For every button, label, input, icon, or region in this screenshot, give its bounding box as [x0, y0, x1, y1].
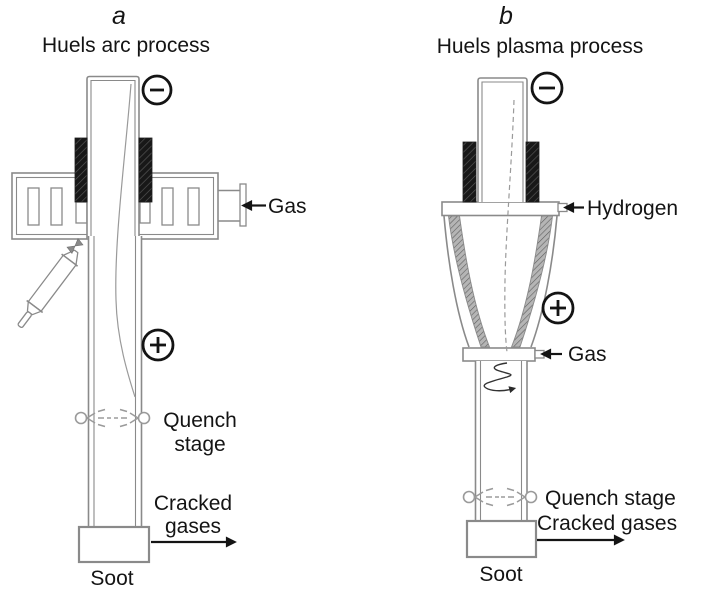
cracked-gases-label: Cracked gases	[537, 512, 677, 535]
panel-title: Huels plasma process	[437, 35, 644, 58]
slot	[187, 187, 200, 226]
soot-label: Soot	[90, 567, 133, 590]
bell-outer-wall-right	[530, 215, 558, 348]
slot	[161, 187, 174, 226]
slot	[50, 187, 63, 226]
electrode-block-right	[525, 141, 540, 203]
electrode-tube-inner	[481, 81, 524, 202]
electrode-tube-outer	[477, 77, 528, 202]
electrode-tube-inner	[90, 79, 136, 239]
gas-flange	[462, 347, 536, 362]
electrode-tube-fill	[478, 78, 527, 202]
injector-valve-icon	[66, 237, 84, 255]
bell-outer-wall-left	[443, 215, 470, 348]
quench-nozzle-right	[501, 487, 538, 507]
cracked-gases-label-line2: gases	[165, 515, 221, 538]
quench-nozzle-left	[74, 408, 111, 428]
quench-nozzle-right	[114, 408, 151, 428]
feed-injector	[17, 249, 79, 329]
electrode-block-right	[138, 137, 153, 203]
electrode-block-left	[74, 137, 88, 203]
venturi-band-left	[447, 215, 491, 348]
minus-icon	[530, 71, 564, 105]
panel-a: a Huels arc process Gas Quench stage Cra…	[11, 2, 307, 590]
slot	[75, 201, 88, 224]
soot-collector	[77, 525, 151, 564]
slot	[139, 201, 151, 224]
arc-line	[115, 83, 136, 398]
hydrogen-inlet-stub	[557, 202, 568, 213]
quench-stage-label: Quench stage	[545, 487, 676, 510]
hydrogen-label: Hydrogen	[587, 197, 678, 220]
quench-stage-label-line2: stage	[174, 433, 225, 456]
electrode-block-left	[462, 141, 477, 203]
reactor-tube-walls	[87, 236, 143, 528]
panel-letter: a	[112, 2, 126, 30]
reactor-tube-fill	[88, 236, 142, 528]
cracked-gases-label-line1: Cracked	[154, 492, 232, 515]
venturi-band-right	[510, 215, 554, 348]
electrode-tube-outer	[86, 75, 140, 239]
quench-nozzle-left	[462, 487, 499, 507]
soot-collector	[465, 519, 538, 559]
slot	[27, 187, 40, 226]
gas-label: Gas	[268, 195, 307, 218]
gas-inlet-stub	[534, 349, 545, 359]
panel-title: Huels arc process	[42, 34, 210, 57]
minus-icon	[141, 74, 173, 106]
arc-line	[504, 99, 515, 353]
plus-icon	[541, 291, 575, 325]
panel-letter: b	[499, 2, 513, 30]
quench-stage-label-line1: Quench	[163, 409, 237, 432]
pipe-flange	[239, 183, 247, 227]
soot-label: Soot	[479, 563, 522, 586]
hydrogen-flange	[441, 201, 560, 217]
swirl-arrow-icon	[483, 362, 517, 394]
gas-inlet-pipe	[218, 183, 247, 227]
plus-icon	[141, 328, 175, 362]
panel-b: b Huels plasma process Hydrogen Gas Quen…	[437, 2, 678, 586]
electrode-tube-fill	[87, 76, 139, 239]
reactor-tube-fill	[476, 361, 527, 522]
gas-label: Gas	[568, 343, 607, 366]
